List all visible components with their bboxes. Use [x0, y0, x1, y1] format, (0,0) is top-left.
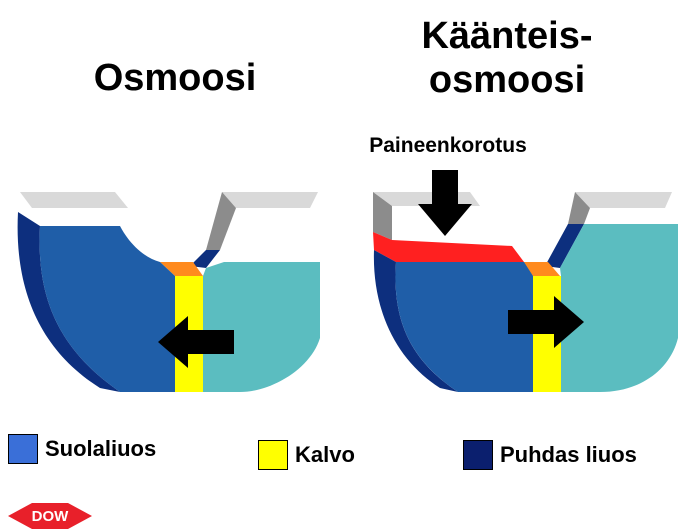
legend-salt-solution: Suolaliuos [8, 434, 156, 464]
right-pure-solution [560, 224, 678, 392]
legend-label-salt: Suolaliuos [45, 436, 156, 462]
pressure-plate [373, 232, 524, 262]
left-pure-solution [203, 262, 320, 392]
osmosis-vessel [18, 192, 320, 392]
legend-label-pure: Puhdas liuos [500, 442, 637, 468]
dow-logo: DOW [8, 503, 92, 529]
left-rim-plate-right [222, 192, 318, 208]
legend-swatch-salt [8, 434, 38, 464]
legend-label-membrane: Kalvo [295, 442, 355, 468]
left-salt-solution [40, 226, 175, 392]
legend-swatch-pure [463, 440, 493, 470]
legend-membrane: Kalvo [258, 440, 355, 470]
left-rim-plate [20, 192, 128, 208]
reverse-osmosis-vessel [373, 170, 678, 392]
svg-text:DOW: DOW [32, 508, 70, 525]
right-rim-plate-right [575, 192, 672, 208]
legend-pure-solution: Puhdas liuos [463, 440, 637, 470]
legend-swatch-membrane [258, 440, 288, 470]
